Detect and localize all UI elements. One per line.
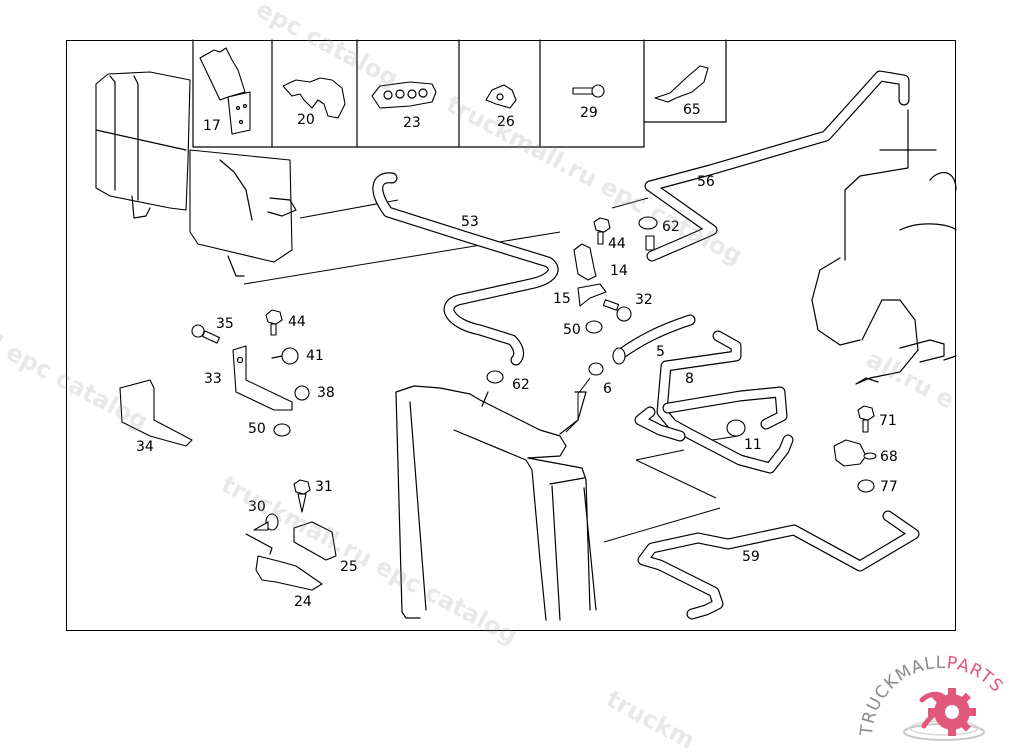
callout-62-lower[interactable]: 62 [512,377,530,393]
callout-29[interactable]: 29 [580,105,598,121]
callout-30[interactable]: 30 [248,499,266,515]
callout-14[interactable]: 14 [610,263,628,279]
part-20-clip [282,77,346,119]
hose-53 [372,172,559,366]
part-65-cable-tie [654,65,709,103]
callout-65[interactable]: 65 [683,102,701,118]
callout-23[interactable]: 23 [403,115,421,131]
callout-5[interactable]: 5 [656,344,665,360]
engine-block [811,109,957,385]
callout-8[interactable]: 8 [685,371,694,387]
callout-62-upper[interactable]: 62 [662,219,680,235]
callout-77[interactable]: 77 [880,479,898,495]
callout-68[interactable]: 68 [880,449,898,465]
part-26-clip [485,84,517,109]
hose-59 [603,507,920,620]
callout-44-upper[interactable]: 44 [608,236,626,252]
small-hardware [119,216,877,591]
callout-11[interactable]: 11 [744,437,762,453]
callout-6[interactable]: 6 [603,381,612,397]
part-17-bracket [199,47,251,135]
callout-38[interactable]: 38 [317,385,335,401]
callout-50-left[interactable]: 50 [248,421,266,437]
hose-5 [612,314,696,365]
part-23-clamp [371,81,437,109]
gear-icon: TRUCKMALLPARTS [857,653,1006,741]
callout-32[interactable]: 32 [635,292,653,308]
callout-35[interactable]: 35 [216,316,234,332]
callout-33[interactable]: 33 [204,371,222,387]
hose-56 [611,70,910,262]
callout-44-left[interactable]: 44 [288,314,306,330]
callout-15[interactable]: 15 [553,291,571,307]
expansion-tank [95,71,561,285]
callout-17[interactable]: 17 [203,118,221,134]
callout-41[interactable]: 41 [306,348,324,364]
callout-31[interactable]: 31 [315,479,333,495]
callout-50-upper[interactable]: 50 [563,322,581,338]
inset-panel [192,39,727,148]
callout-25[interactable]: 25 [340,559,358,575]
radiator [395,385,597,621]
callout-20[interactable]: 20 [297,112,315,128]
callout-59[interactable]: 59 [742,549,760,565]
callout-56[interactable]: 56 [697,174,715,190]
callout-34[interactable]: 34 [136,439,154,455]
callout-53[interactable]: 53 [461,214,479,230]
truckmallparts-logo: TRUCKMALLPARTS [852,650,1022,750]
callout-24[interactable]: 24 [294,594,312,610]
callout-71[interactable]: 71 [879,413,897,429]
callout-26[interactable]: 26 [497,114,515,130]
part-29-screw [572,84,605,98]
hose-8-11 [634,330,794,499]
